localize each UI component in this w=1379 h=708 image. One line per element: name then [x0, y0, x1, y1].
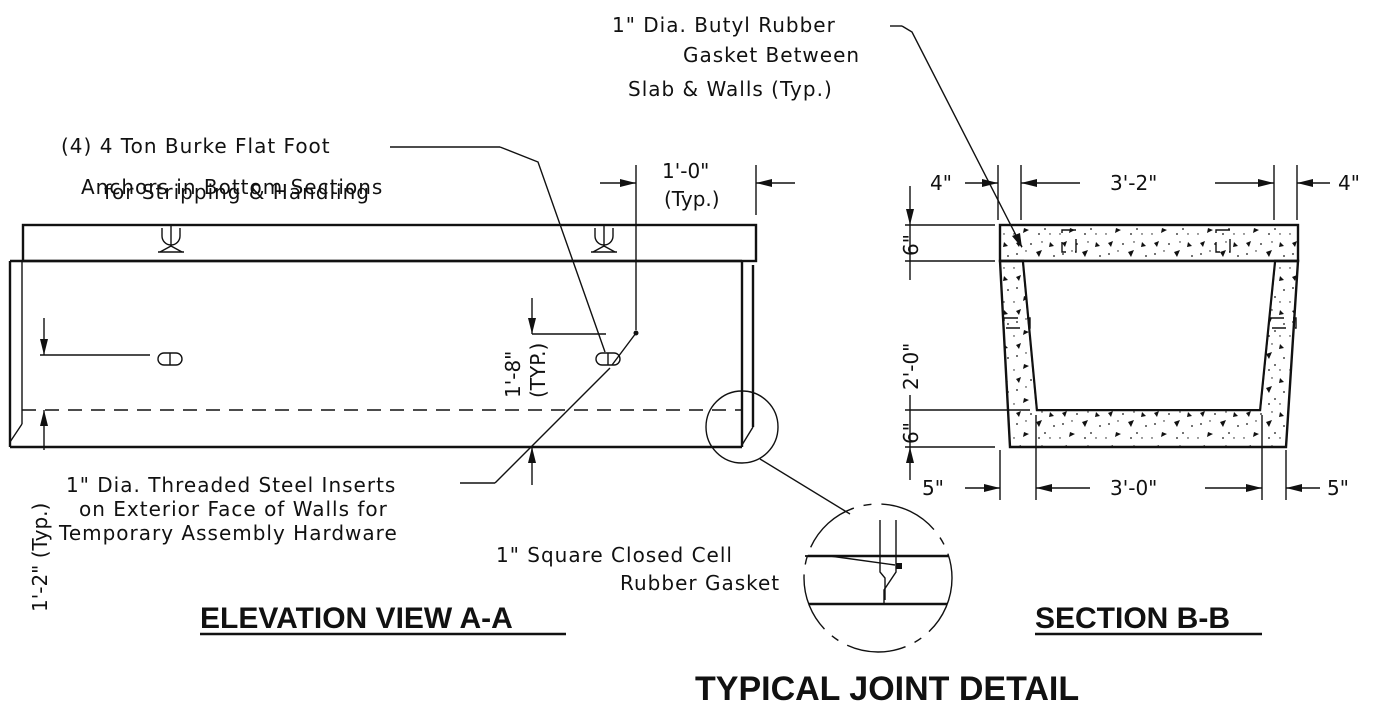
dim-section-top-left: 4" — [930, 171, 952, 195]
elevation-body — [8, 259, 755, 449]
section-interior — [1021, 260, 1277, 411]
anchor-note-line-3: for Stripping & Handling — [104, 180, 370, 204]
dim-edge-1-0: 1'-0" — [662, 159, 709, 183]
dim-height-typ: (TYP.) — [526, 343, 550, 398]
dim-section-bot-left: 5" — [922, 476, 944, 500]
joint-title: TYPICAL JOINT DETAIL — [695, 670, 1079, 708]
anchor-note-line-1: (4) 4 Ton Burke Flat Foot — [61, 134, 331, 158]
threaded-insert-right — [595, 352, 621, 366]
section-top-slab — [998, 223, 1300, 263]
section-gasket-note: 1" Dia. Butyl Rubber Gasket Between Slab… — [612, 13, 860, 101]
threaded-insert-left — [157, 352, 183, 366]
dim-section-bot-mid: 3'-0" — [1110, 476, 1157, 500]
section-gasket-note-line-3: Slab & Walls (Typ.) — [628, 77, 833, 101]
joint-gasket-note: 1" Square Closed Cell Rubber Gasket — [496, 543, 780, 595]
elevation-title: ELEVATION VIEW A-A — [200, 602, 513, 635]
section-gasket-note-line-2: Gasket Between — [683, 43, 860, 67]
insert-note-line-1: 1" Dia. Threaded Steel Inserts — [66, 473, 396, 497]
joint-detail — [705, 390, 953, 653]
elevation-view — [8, 146, 795, 485]
joint-callout-circle — [705, 390, 779, 464]
section-gasket-note-line-1: 1" Dia. Butyl Rubber — [612, 13, 836, 37]
joint-detail-circle — [803, 503, 953, 653]
insert-note-line-2: on Exterior Face of Walls for — [79, 497, 388, 521]
dim-section-top-right: 4" — [1338, 171, 1360, 195]
dim-section-left-mid: 2'-0" — [899, 343, 923, 390]
dim-bottom-1-2: 1'-2" (Typ.) — [28, 503, 52, 612]
dim-height-1-8: 1'-8" — [501, 351, 525, 398]
insert-note: 1" Dia. Threaded Steel Inserts on Exteri… — [58, 473, 398, 545]
joint-gasket-note-line-1: 1" Square Closed Cell — [496, 543, 733, 567]
dim-section-left-bot: 6" — [899, 422, 923, 444]
lift-anchor-symbol-right — [591, 226, 617, 253]
dim-section-bot-right: 5" — [1327, 476, 1349, 500]
section-title: SECTION B-B — [1035, 602, 1230, 635]
anchor-note: (4) 4 Ton Burke Flat Foot Anchors in Bot… — [61, 134, 383, 204]
elevation-top-slab — [21, 223, 758, 263]
joint-gasket-square — [896, 563, 902, 569]
lift-anchor-symbol-left — [158, 226, 184, 253]
anchor-note-line-2: Anchors in Bottom Sections — [81, 175, 383, 199]
joint-gasket-note-line-2: Rubber Gasket — [620, 571, 780, 595]
dim-section-left-top: 6" — [899, 234, 923, 256]
dim-edge-typ: (Typ.) — [664, 187, 720, 211]
section-view — [890, 25, 1330, 500]
dim-section-top-mid: 3'-2" — [1110, 171, 1157, 195]
insert-note-line-3: Temporary Assembly Hardware — [58, 521, 398, 545]
